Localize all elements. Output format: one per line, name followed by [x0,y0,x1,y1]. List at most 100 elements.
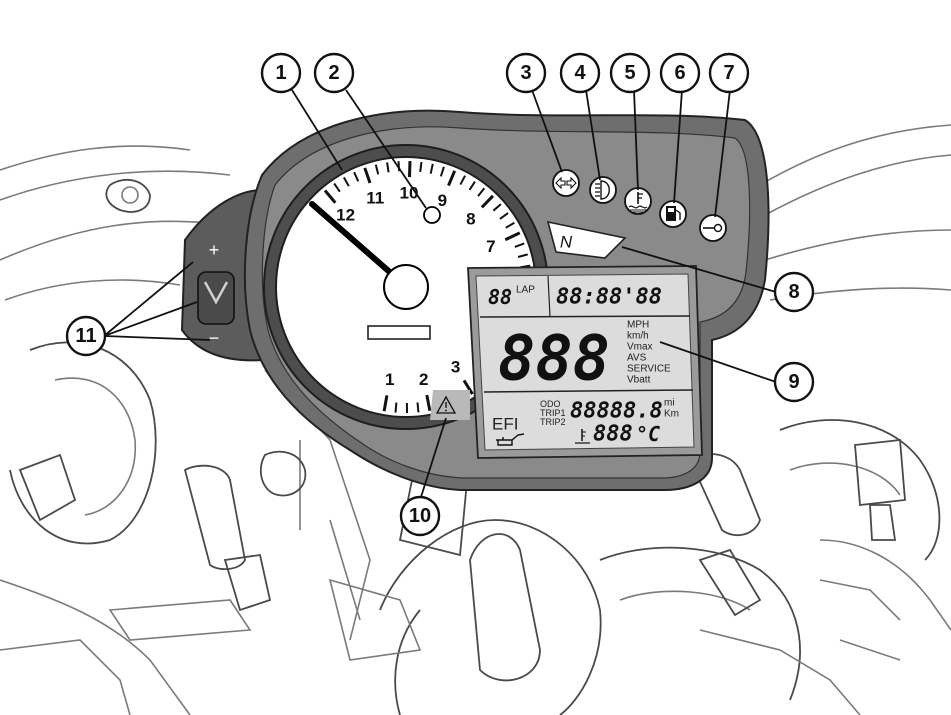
callout-number: 3 [520,62,531,84]
lap-digits: 88 [488,285,512,309]
callout-number: 1 [275,62,286,84]
minor-tick [353,171,360,182]
mode-button[interactable] [197,271,235,325]
major-tick [407,161,412,178]
background-sketch [0,124,951,715]
callout-lines [103,89,777,498]
tachometer-number: 2 [419,370,428,389]
odo-unit-mi: mi [664,398,675,409]
turn-signal-light [552,169,580,197]
minor-tick [492,203,502,212]
minor-tick [386,162,390,173]
neutral-indicator: N [546,220,627,259]
coolant-temp-icon [575,429,590,444]
callout-4: 4 [559,52,601,94]
high-beam-icon [600,180,610,200]
tachometer-needle [309,201,395,277]
callout-10: 10 [399,495,441,537]
major-tick [323,189,337,204]
tachometer-indicator-light [423,206,441,224]
callout-7: 7 [708,52,750,94]
major-tick [447,170,457,187]
minor-tick [468,180,476,191]
minor-tick [333,182,341,193]
minor-tick [499,212,509,220]
minor-tick [416,402,420,413]
trip2-label: TRIP2 [540,417,566,427]
callout-5: 5 [609,52,651,94]
major-tick [382,395,389,412]
callout-number: 11 [75,325,96,347]
fuel-reserve-icon [666,206,676,221]
tachometer-number: 9 [438,191,447,210]
unit-avs: AVS [627,353,647,364]
chevron-icon [203,281,229,305]
major-tick [462,379,474,395]
minor-tick [394,402,398,413]
tachometer: 123456789101112 [263,144,549,430]
minor-tick [429,163,434,174]
minor-tick [439,166,445,177]
callouts: 1 2 3 4 5 6 7 8 9 10 11 [65,52,815,537]
turn-signal-icon [555,176,566,190]
efi-label: EFI [492,415,518,434]
callout-3: 3 [505,52,547,94]
minor-tick [419,161,423,172]
rev-limit-bar [367,325,431,340]
major-tick [480,194,495,209]
major-tick [504,231,521,242]
plus-symbol: + [209,240,220,260]
warning-lights [552,169,727,242]
callout-number: 6 [674,62,685,84]
callout-number: 4 [574,62,586,84]
minor-tick [374,164,380,175]
callout-number: 10 [409,505,431,527]
callout-number: 8 [788,281,799,303]
neutral-label: N [560,233,573,252]
callout-number: 2 [328,62,339,84]
lap-time-clock: 88:88'88 [556,285,662,310]
trip1-label: TRIP1 [540,408,566,418]
control-buttons: + − [197,240,235,348]
minor-tick [517,253,528,258]
needle-hub [383,264,429,310]
tachometer-number: 11 [366,189,384,208]
tachometer-number: 8 [466,209,475,228]
major-tick [363,167,372,184]
oil-can-icon [496,433,525,446]
warning-triangle-icon [435,395,457,414]
temp-readout: 888 [593,422,633,447]
minor-tick [514,242,525,248]
odo-label: ODO [540,399,561,409]
tachometer-number: 12 [336,205,355,224]
callout-11: 11 [65,315,107,357]
odometer-readout: 88888.8 [570,399,663,424]
major-tick [425,394,432,412]
callout-2: 2 [313,52,355,94]
callout-8: 8 [773,271,815,313]
unit-mph: MPH [627,320,649,331]
minor-tick [459,175,466,186]
odo-unit-km: Km [664,409,679,420]
unit-vmax: Vmax [627,342,653,353]
callout-number: 7 [723,62,734,84]
callout-9: 9 [773,361,815,403]
callout-number: 9 [788,371,799,393]
tachometer-number: 7 [486,237,495,256]
callout-number: 5 [624,62,635,84]
minor-tick [505,221,515,229]
unit-vbatt: Vbatt [627,375,651,386]
callout-1: 1 [260,52,302,94]
temp-unit: °C [636,422,660,446]
tachometer-number: 3 [451,357,460,376]
minus-symbol: − [209,328,220,348]
lcd-display: 88 LAP 88:88'88 888 MPH km/h Vmax AVS SE… [467,265,703,459]
minor-tick [477,187,486,197]
lap-label: LAP [516,285,535,296]
unit-kmh: km/h [627,331,649,342]
unit-service: SERVICE [627,364,671,375]
speed-readout: 888 [498,322,610,395]
tachometer-number: 1 [385,370,394,389]
minor-tick [342,176,350,187]
